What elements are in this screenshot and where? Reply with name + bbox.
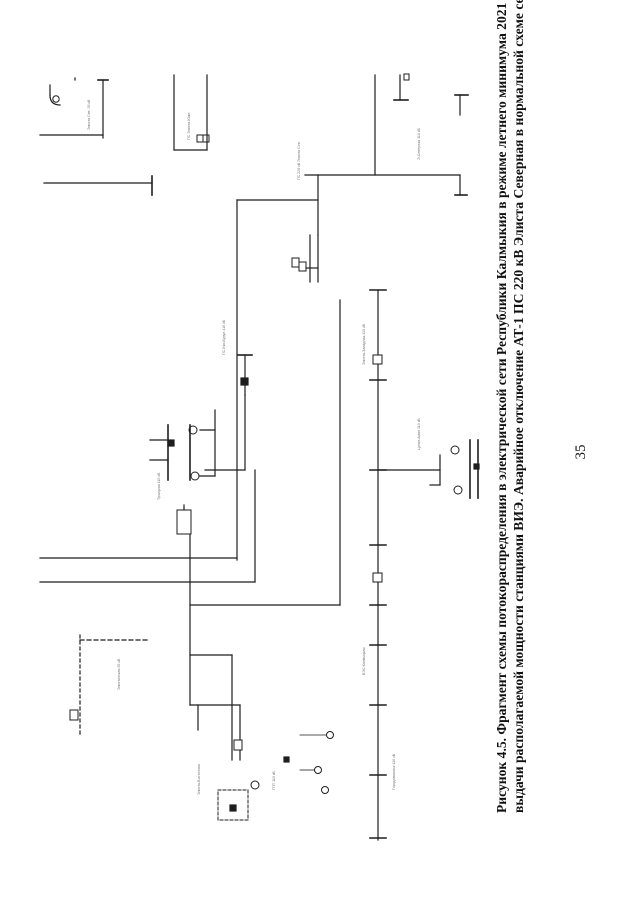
svg-text:Цаган-Аман 110 кВ: Цаган-Аман 110 кВ (417, 418, 421, 450)
svg-text:Э-Северная 110 кВ: Э-Северная 110 кВ (417, 128, 421, 160)
svg-text:Элиста Сев. 35 кВ: Элиста Сев. 35 кВ (87, 99, 91, 130)
svg-text:ПС Элиста-Южн: ПС Элиста-Южн (187, 113, 191, 140)
right-trunk-line (369, 289, 387, 841)
main-line-1 (236, 73, 469, 561)
diagram-labels: Элиста Сев. 35 кВ ПС Элиста-Южн ПС 220 к… (87, 99, 421, 795)
svg-text:Элистинская 35 кВ: Элистинская 35 кВ (117, 658, 121, 690)
page-number: 35 (573, 444, 589, 460)
svg-text:Элиста-Западная 110 кВ: Элиста-Западная 110 кВ (362, 323, 366, 365)
substation-middle (204, 354, 253, 471)
svg-text:Городовиковск 110 кВ: Городовиковск 110 кВ (392, 753, 396, 790)
svg-text:ВЭС Калмыцкая: ВЭС Калмыцкая (362, 647, 366, 675)
top-mid-substation (173, 74, 210, 151)
substation-elista-north (291, 234, 319, 283)
top-left-substation (39, 77, 153, 196)
central-feeders (39, 299, 341, 706)
caption-line-2: выдачи располагаемой мощности станциями … (511, 0, 526, 813)
caption-line-1: Рисунок 4.5. Фрагмент схемы потокораспре… (494, 0, 509, 813)
transformer-right (377, 439, 480, 499)
svg-text:ПС Ики-Бурул 110 кВ: ПС Ики-Бурул 110 кВ (222, 319, 226, 355)
svg-text:ГПП 110 кВ: ГПП 110 кВ (272, 771, 276, 790)
svg-text:Троицкая 110 кВ: Троицкая 110 кВ (157, 472, 161, 500)
substation-bottom-left (69, 634, 290, 821)
generators-bottom (299, 731, 334, 794)
transformer-left (149, 409, 216, 481)
svg-text:Элиста-Восточная: Элиста-Восточная (197, 764, 201, 795)
svg-text:ПС 220 кВ Элиста Сев.: ПС 220 кВ Элиста Сев. (297, 141, 301, 180)
figure-caption: Рисунок 4.5. Фрагмент схемы потокораспре… (493, 0, 527, 813)
